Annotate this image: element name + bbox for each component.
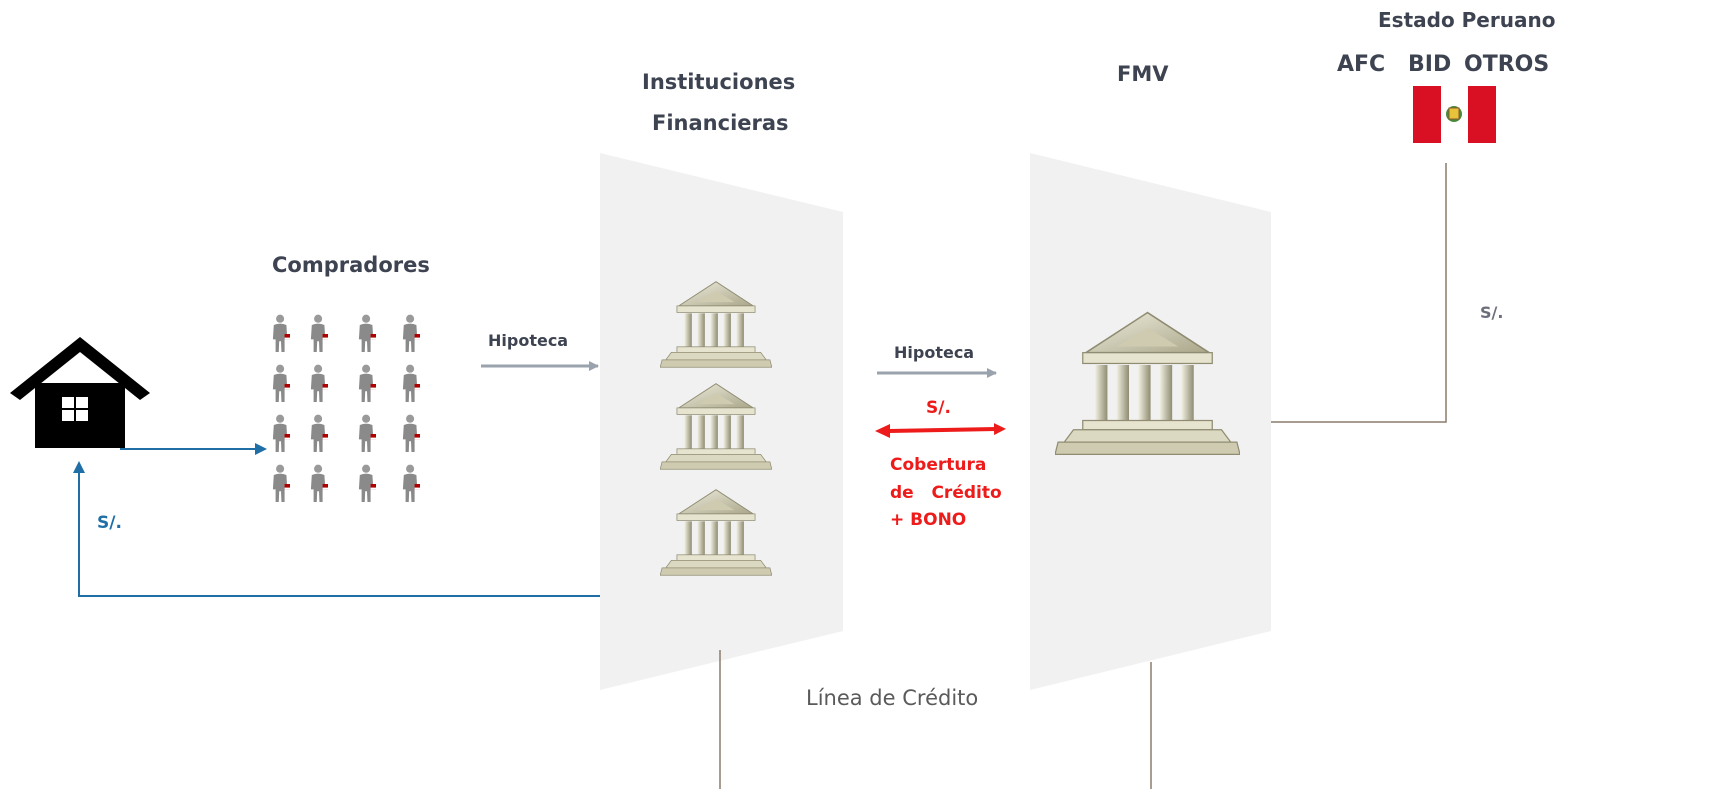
compradores-title: Compradores (272, 253, 430, 277)
instituciones-title-line2: Financieras (652, 111, 789, 135)
instituciones-title-line1: Instituciones (642, 70, 796, 94)
soles-blue-label: S/. (97, 513, 122, 533)
hipoteca-label-right: Hipoteca (894, 343, 975, 362)
bid-label: BID (1408, 52, 1452, 77)
linea-credito-label: Línea de Crédito (806, 686, 979, 710)
peru-flag-icon (1413, 86, 1496, 143)
soles-red-arrow (887, 423, 1006, 436)
cobertura-line2: de Crédito (890, 483, 1002, 503)
soles-gray-label: S/. (1480, 303, 1504, 322)
cobertura-line1: Cobertura (890, 455, 987, 475)
fmv-title: FMV (1117, 62, 1169, 86)
payment-return-line (73, 461, 600, 597)
estado-peruano-label: Estado Peruano (1378, 8, 1556, 32)
cobertura-line3: + BONO (890, 510, 967, 530)
people-group-icon (272, 314, 420, 502)
soles-red-arrowhead (875, 424, 890, 438)
house-icon (10, 337, 150, 448)
hipoteca-label-left: Hipoteca (488, 331, 569, 350)
afc-label: AFC (1337, 52, 1386, 77)
soles-red-label: S/. (926, 398, 951, 418)
estado-to-fmv-line (1271, 163, 1447, 423)
otros-label: OTROS (1464, 52, 1550, 77)
instituciones-panel (600, 153, 843, 690)
